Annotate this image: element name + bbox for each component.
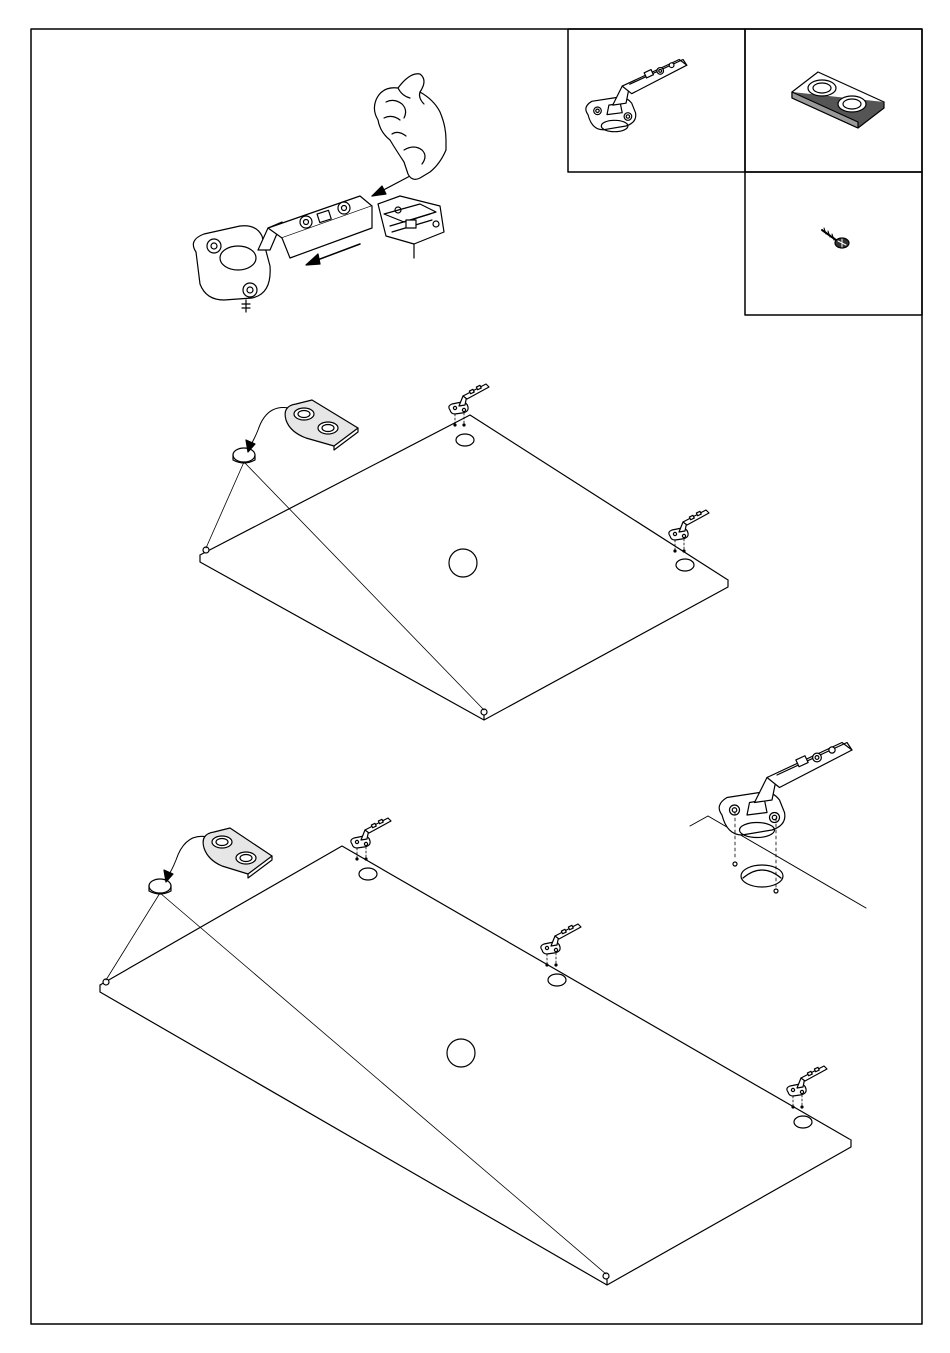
screw-panel (745, 172, 922, 315)
screw-icon (822, 228, 849, 248)
bumper-disc (233, 448, 255, 462)
small-door-panel (200, 384, 728, 720)
bumper-pad-icon (285, 400, 358, 450)
door-edge (200, 555, 728, 720)
bumper-pad-icon (792, 72, 884, 128)
hinge-detail-icon (586, 60, 687, 132)
parts-panel-group (568, 29, 922, 315)
hinge-screw-icon (207, 239, 221, 253)
hand-icon (374, 74, 446, 180)
bumper-disc (149, 879, 171, 893)
hinge-install-detail (690, 743, 866, 909)
large-door-panel (100, 818, 851, 1285)
door-top-face (100, 846, 851, 1278)
bumper-pad-icon (203, 828, 272, 878)
cup-hole (741, 865, 783, 887)
hinge-clip-illustration (193, 74, 446, 312)
